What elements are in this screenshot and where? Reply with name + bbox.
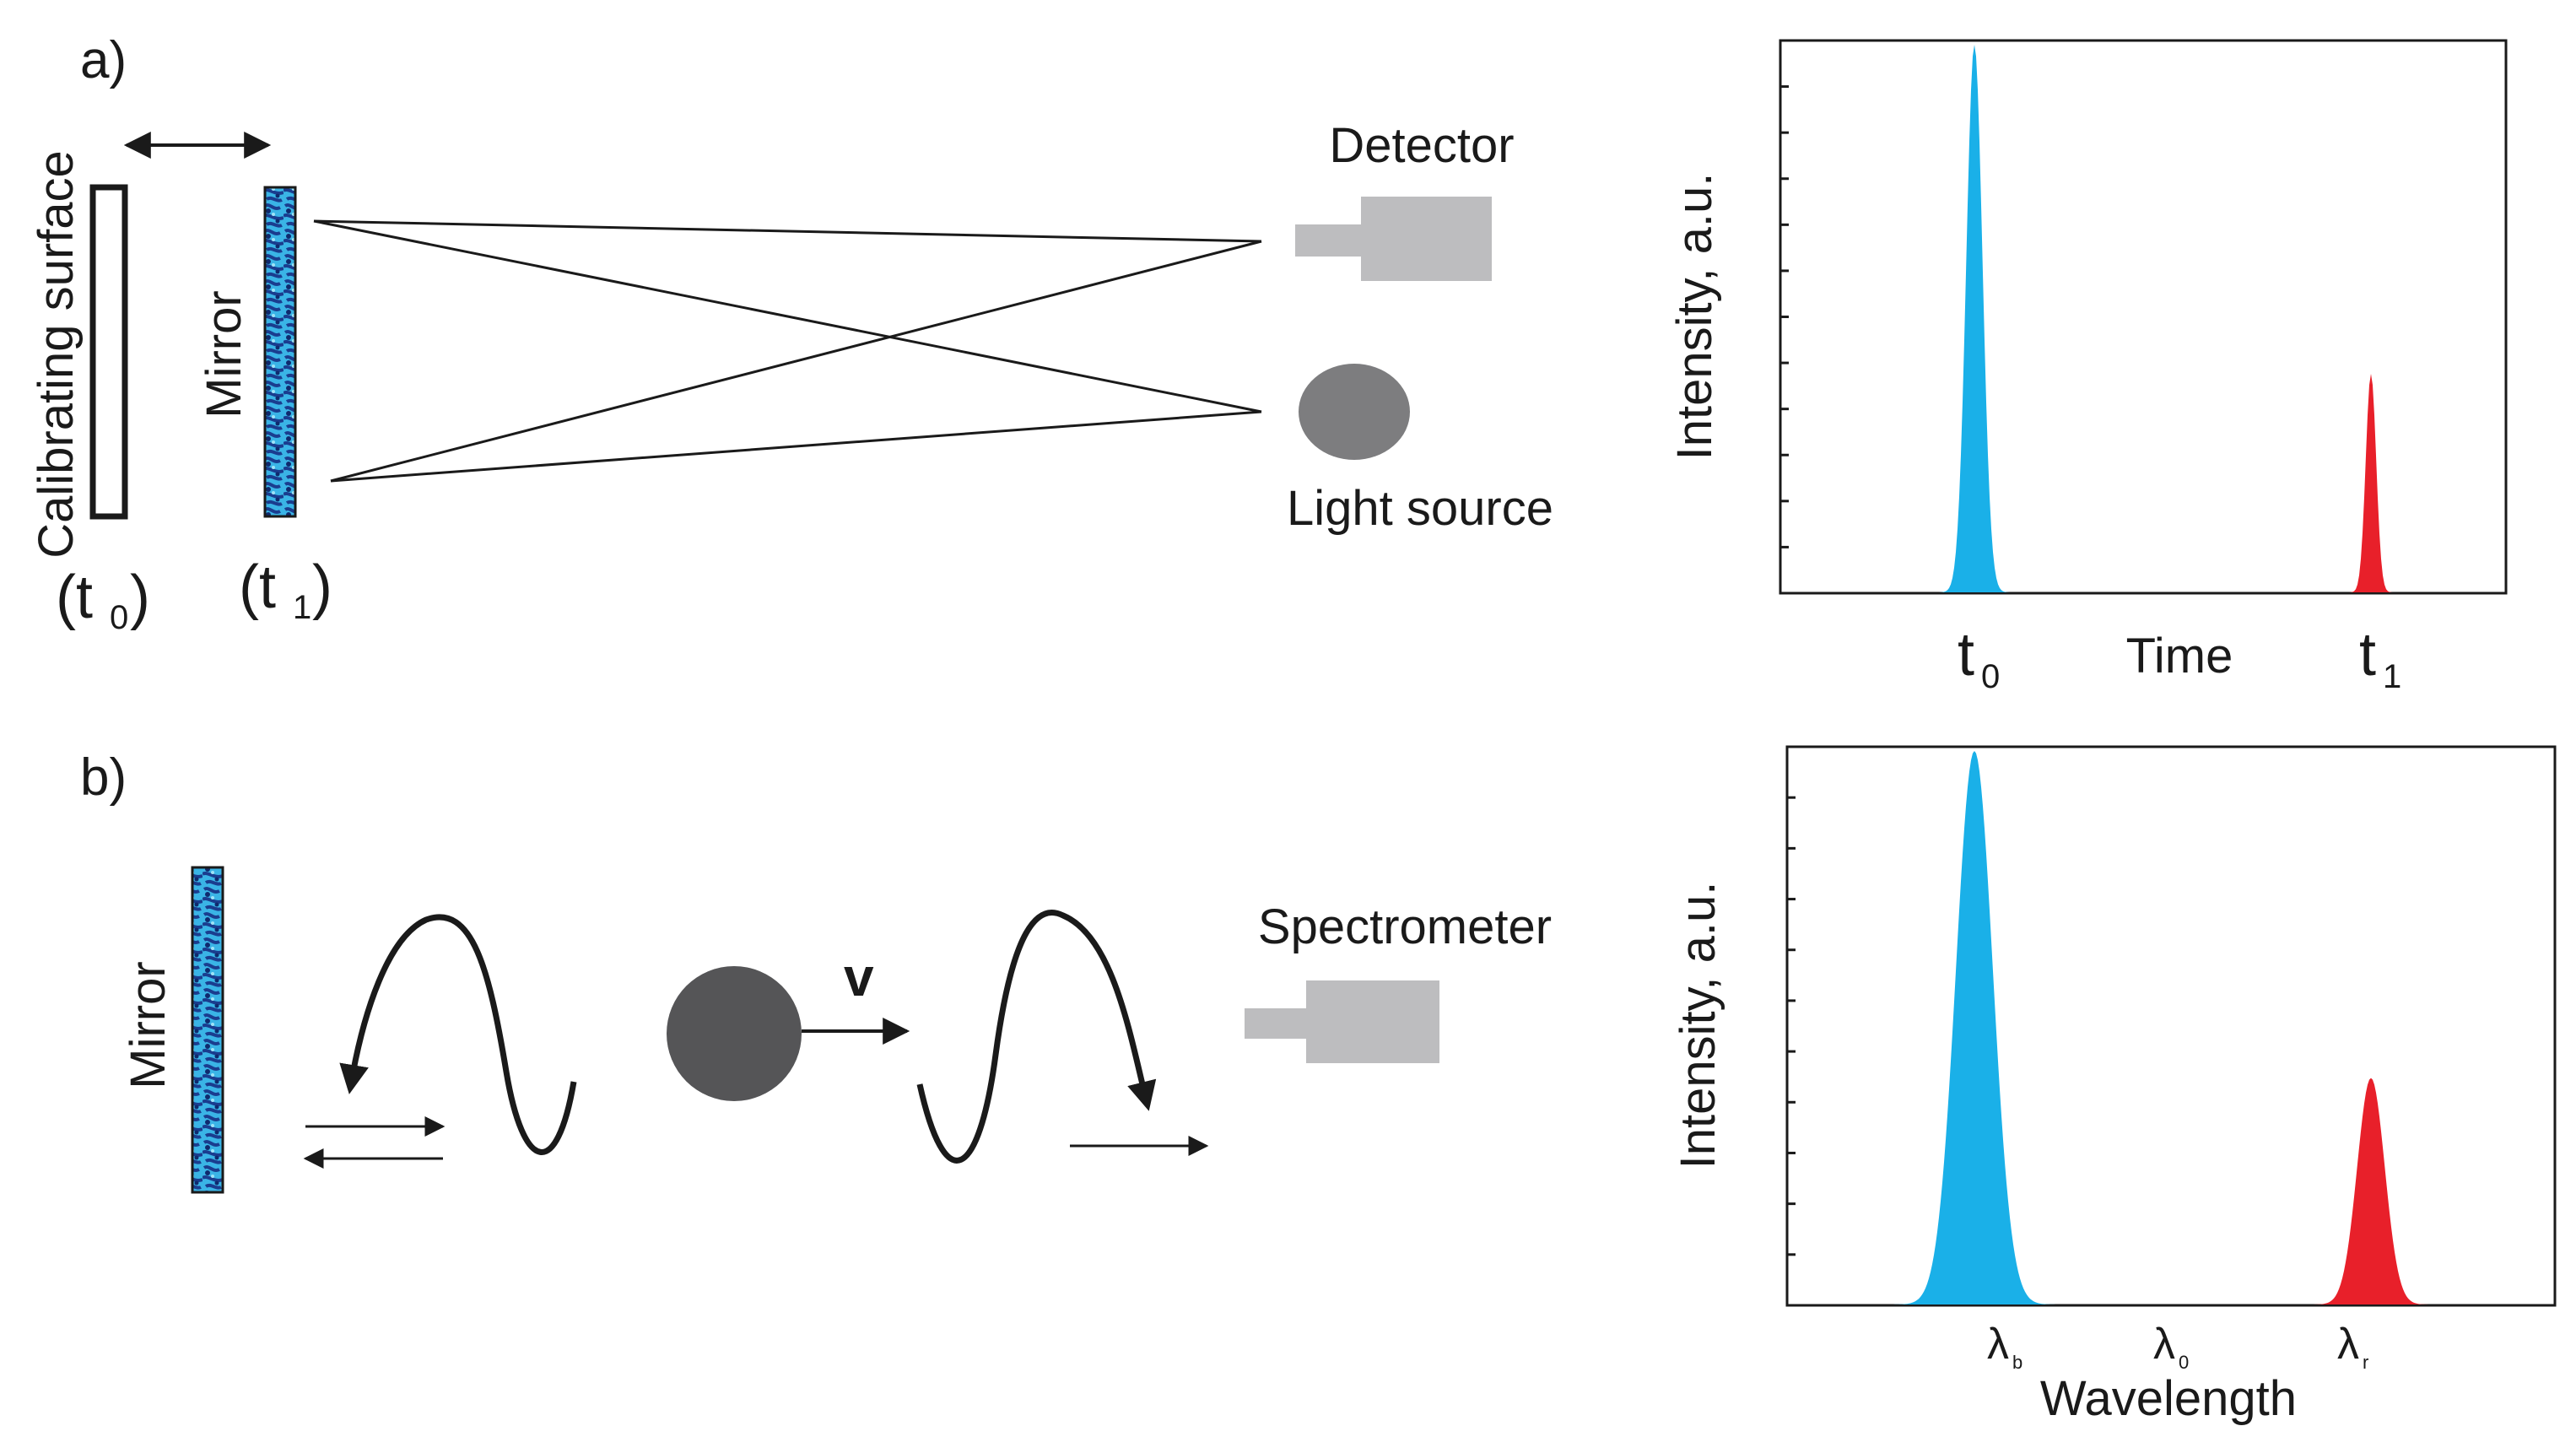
wavelength-chart-blue-peak bbox=[1789, 751, 2553, 1304]
spectrometer bbox=[1245, 980, 1439, 1063]
time-chart-tick-t0: t 0 bbox=[1958, 621, 2000, 695]
time-chart-tick-t1: t 1 bbox=[2359, 621, 2401, 695]
tick-sub-lambda-r: r bbox=[2363, 1352, 2368, 1373]
tick-label-lambda-0: λ bbox=[2153, 1320, 2175, 1369]
panel-b-label: b) bbox=[80, 748, 127, 807]
calibrating-surface-label: Calibrating surface bbox=[29, 150, 84, 559]
detector-body bbox=[1361, 197, 1492, 281]
beam-line bbox=[330, 410, 1262, 483]
t1-close: ) bbox=[312, 554, 332, 621]
time-chart-red-peak bbox=[1782, 374, 2504, 592]
transmitted-wave bbox=[916, 910, 1157, 1164]
wavelength-chart-ylabel: Intensity, a.u. bbox=[1671, 882, 1725, 1169]
mirror-b bbox=[191, 866, 224, 1194]
calibrating-surface bbox=[89, 184, 128, 520]
beam-line bbox=[330, 240, 1262, 483]
mirror-a-label: Mirror bbox=[197, 290, 251, 418]
light-beams bbox=[313, 219, 1262, 483]
beam-line bbox=[313, 219, 1262, 243]
beam-line bbox=[313, 219, 1262, 413]
detector-label: Detector bbox=[1329, 118, 1514, 173]
tick-label-t1: t bbox=[2359, 621, 2376, 689]
wavelength-chart-red-peak bbox=[1789, 1078, 2553, 1304]
mirror-b-label: Mirror bbox=[121, 961, 176, 1088]
tick-label-t0: t bbox=[1958, 621, 1974, 689]
panel-a: a) Calibrating surface Mirror (t 0 ) (t … bbox=[29, 31, 1553, 636]
tick-sub-t1: 1 bbox=[2383, 658, 2401, 695]
t0-sub: 0 bbox=[110, 599, 128, 636]
detector-nozzle bbox=[1295, 224, 1363, 257]
mirror-a bbox=[263, 186, 297, 518]
time-chart: Intensity, a.u. Time t 0 t 1 bbox=[1667, 39, 2508, 695]
spectrometer-label: Spectrometer bbox=[1258, 899, 1552, 954]
panel-a-label: a) bbox=[80, 31, 127, 89]
t0-position-label: (t 0 ) bbox=[56, 564, 150, 636]
time-chart-y-ticks bbox=[1780, 85, 1789, 548]
spectrometer-body bbox=[1306, 980, 1439, 1063]
time-chart-frame bbox=[1779, 39, 2508, 595]
tick-sub-t0: 0 bbox=[1981, 658, 2000, 695]
time-chart-xlabel: Time bbox=[2126, 629, 2233, 683]
moving-particle bbox=[667, 966, 802, 1101]
wavelength-chart-xlabel: Wavelength bbox=[2040, 1371, 2297, 1426]
wavelength-chart-frame bbox=[1785, 745, 2557, 1307]
t1-sub: 1 bbox=[293, 589, 311, 626]
t1-open: (t bbox=[239, 554, 276, 621]
t0-open: (t bbox=[56, 564, 93, 631]
velocity-label: v bbox=[844, 947, 874, 1007]
light-source bbox=[1299, 364, 1410, 460]
panel-b: b) Mirror v Spectrometer bbox=[80, 748, 1552, 1194]
wavelength-tick-lambda-r: λ r bbox=[2337, 1320, 2368, 1373]
wavelength-tick-lambda-b: λ b bbox=[1987, 1320, 2022, 1373]
tick-label-lambda-r: λ bbox=[2337, 1320, 2359, 1369]
light-source-label: Light source bbox=[1287, 481, 1553, 536]
tick-label-lambda-b: λ bbox=[1987, 1320, 2009, 1369]
spectrometer-nozzle bbox=[1245, 1008, 1308, 1039]
time-chart-blue-peak bbox=[1782, 45, 2504, 592]
detector bbox=[1295, 197, 1492, 281]
tick-sub-lambda-b: b bbox=[2012, 1352, 2022, 1373]
tick-sub-lambda-0: 0 bbox=[2179, 1352, 2189, 1373]
wavelength-chart-y-ticks bbox=[1787, 796, 1796, 1256]
t1-position-label: (t 1 ) bbox=[239, 554, 332, 626]
time-chart-ylabel: Intensity, a.u. bbox=[1667, 173, 1722, 461]
wavelength-chart: Intensity, a.u. Wavelength λ b λ 0 λ r bbox=[1671, 745, 2557, 1426]
reflected-wave bbox=[339, 914, 577, 1155]
wavelength-tick-lambda-0: λ 0 bbox=[2153, 1320, 2189, 1373]
t0-close: ) bbox=[130, 564, 150, 631]
